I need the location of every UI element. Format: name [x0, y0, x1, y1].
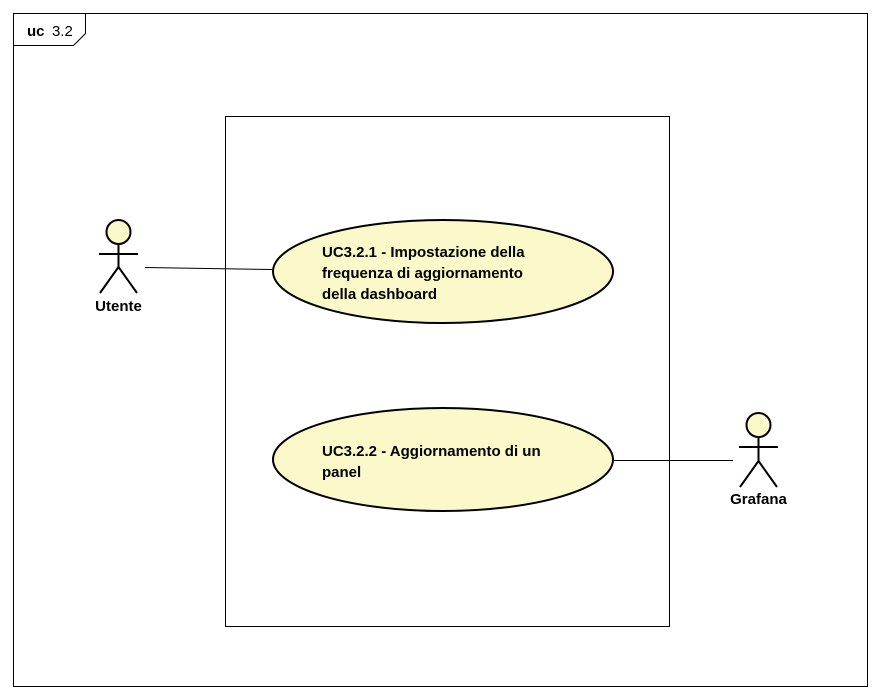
frame-tab: [13, 13, 86, 46]
frame-label: uc 3.2: [27, 23, 73, 40]
association-utente-uc321: [144, 267, 273, 270]
frame-keyword: uc: [27, 23, 45, 40]
actor-label: Grafana: [730, 491, 787, 508]
system-boundary: [225, 116, 670, 627]
actor-right-leg: [117, 266, 138, 294]
actor-right-leg: [757, 460, 778, 488]
usecase-ellipse: [272, 219, 614, 324]
usecase-line: della dashboard: [322, 286, 437, 303]
usecase-line: panel: [322, 464, 361, 481]
actor-head-icon: [105, 219, 132, 245]
usecase-uc322[interactable]: UC3.2.2 - Aggiornamento di un panel: [272, 407, 614, 512]
frame-name: 3.2: [52, 23, 73, 40]
usecase-ellipse: [272, 407, 614, 512]
actor-utente[interactable]: Utente: [95, 219, 142, 315]
usecase-line: frequenza di aggiornamento: [322, 265, 523, 282]
actor-grafana[interactable]: Grafana: [730, 412, 787, 508]
usecase-line: UC3.2.1 - Impostazione della: [322, 244, 525, 261]
actor-head-icon: [745, 412, 772, 438]
actor-left-leg: [739, 460, 760, 488]
usecase-uc321[interactable]: UC3.2.1 - Impostazione della frequenza d…: [272, 219, 614, 324]
usecase-text: UC3.2.2 - Aggiornamento di un panel: [322, 443, 545, 481]
actor-left-leg: [99, 266, 120, 294]
actor-label: Utente: [95, 298, 142, 315]
usecase-line: UC3.2.2 - Aggiornamento di un: [322, 443, 541, 460]
usecase-text: UC3.2.1 - Impostazione della frequenza d…: [322, 244, 529, 303]
diagram-frame: [13, 13, 868, 687]
